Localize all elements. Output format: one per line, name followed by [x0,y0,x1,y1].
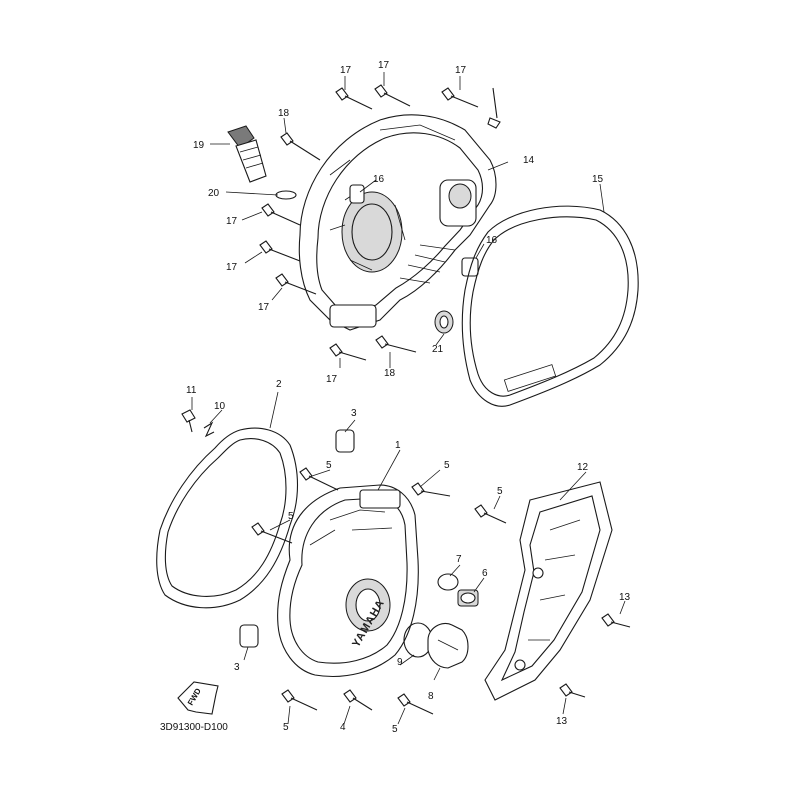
callout-18: 18 [384,368,396,379]
callout-17: 17 [378,60,390,71]
gasket-upper [461,205,639,407]
callout-17: 17 [340,65,352,76]
callout-labels: 17 17 17 18 19 20 16 14 15 16 17 17 17 2… [186,60,631,735]
callout-3: 3 [234,662,240,673]
plug-large [403,622,469,669]
callout-19: 19 [193,140,205,151]
leader-lines-lower [191,391,626,725]
crankcase-cover-upper [298,114,497,331]
callout-13: 13 [556,716,568,727]
clip-and-bolt [181,409,215,438]
callout-7: 7 [456,554,462,565]
leader-lines-upper [210,72,605,368]
sprocket-cover [484,481,613,701]
oil-filler-cap [227,125,297,200]
callout-8: 8 [428,691,434,702]
callout-11: 11 [186,385,197,396]
callout-15: 15 [592,174,604,185]
callout-5: 5 [392,724,398,735]
dowel-pin-upper [349,184,479,277]
collar-lower [239,429,355,648]
callout-10: 10 [214,401,226,412]
forward-arrow-icon: FWD [177,681,219,715]
diagram-code: 3D91300-D100 [160,722,228,733]
bolts-upper [259,84,501,361]
plug-small [437,573,479,607]
callout-14: 14 [523,155,535,166]
callout-5: 5 [283,722,289,733]
callout-1: 1 [395,440,401,451]
callout-5: 5 [288,511,294,522]
callout-17: 17 [226,216,238,227]
callout-18: 18 [278,108,290,119]
callout-3: 3 [351,408,357,419]
callout-17: 17 [226,262,238,273]
callout-16: 16 [373,174,385,185]
crankcase-cover-lower: YAMAHA [277,484,419,678]
callout-6: 6 [482,568,488,579]
callout-2: 2 [276,379,282,390]
callout-5: 5 [497,486,503,497]
oil-seal [434,310,454,334]
callout-12: 12 [577,462,589,473]
callout-17: 17 [258,302,270,313]
callout-17: 17 [326,374,338,385]
callout-5: 5 [326,460,332,471]
callout-4: 4 [340,722,346,733]
callout-16: 16 [486,235,498,246]
gasket-lower [156,427,299,609]
bolts-lower [251,467,631,715]
callout-21: 21 [432,344,444,355]
callout-9: 9 [397,657,403,668]
callout-20: 20 [208,188,220,199]
callout-13: 13 [619,592,631,603]
callout-17: 17 [455,65,467,76]
callout-5: 5 [444,460,450,471]
